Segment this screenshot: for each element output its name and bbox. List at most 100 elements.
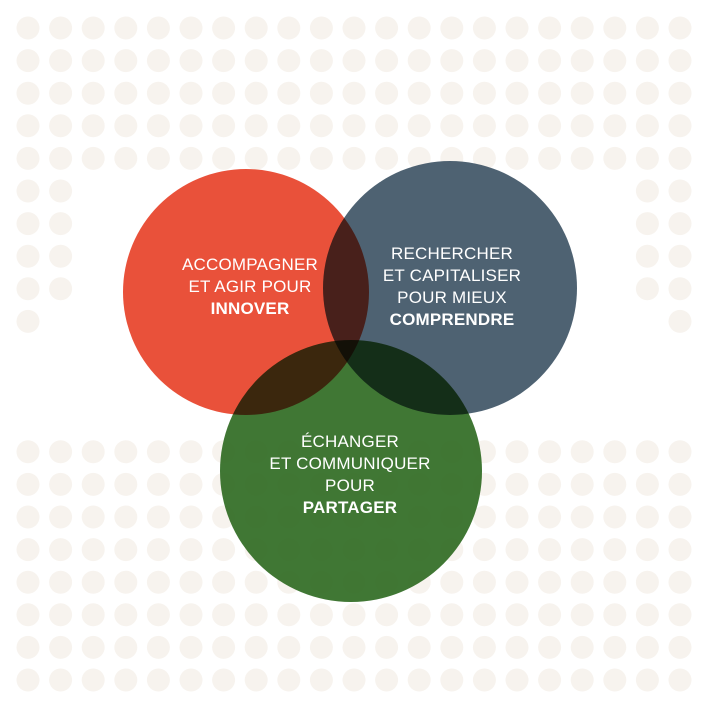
background-dot [16, 309, 40, 333]
background-dot [114, 81, 138, 105]
background-dot [179, 114, 203, 138]
background-dot [49, 81, 73, 105]
background-dot [635, 277, 659, 301]
background-dot [668, 244, 692, 268]
background-dot [114, 538, 138, 562]
background-dot [668, 668, 692, 692]
background-dot [538, 668, 562, 692]
background-dot [179, 603, 203, 627]
background-dot [81, 472, 105, 496]
background-dot [146, 472, 170, 496]
background-dot [603, 16, 627, 40]
background-dot [49, 179, 73, 203]
background-dot [570, 49, 594, 73]
background-dot [244, 49, 268, 73]
background-dot [244, 668, 268, 692]
background-dot [81, 668, 105, 692]
background-dot [81, 603, 105, 627]
background-dot [505, 668, 529, 692]
background-dot [472, 668, 496, 692]
background-dot [407, 81, 431, 105]
background-dot [342, 81, 366, 105]
background-dot [375, 16, 399, 40]
background-dot [16, 114, 40, 138]
background-dot [603, 146, 627, 170]
background-dot [309, 114, 333, 138]
background-dot [212, 16, 236, 40]
background-dot [668, 81, 692, 105]
background-dot [277, 146, 301, 170]
background-dot [603, 472, 627, 496]
background-dot [570, 538, 594, 562]
background-dot [505, 146, 529, 170]
background-dot [49, 668, 73, 692]
background-dot [81, 538, 105, 562]
background-dot [603, 668, 627, 692]
background-dot [277, 81, 301, 105]
background-dot [538, 146, 562, 170]
background-dot [81, 49, 105, 73]
background-dot [81, 570, 105, 594]
circle-partager [220, 340, 482, 602]
background-dot [342, 114, 366, 138]
background-dot [375, 635, 399, 659]
background-dot [635, 179, 659, 203]
background-dot [603, 603, 627, 627]
background-dot [212, 49, 236, 73]
background-dot [538, 635, 562, 659]
background-dot [81, 16, 105, 40]
background-dot [342, 603, 366, 627]
background-dot [179, 635, 203, 659]
background-dot [570, 505, 594, 529]
background-dot [668, 146, 692, 170]
background-dot [49, 505, 73, 529]
background-dot [146, 146, 170, 170]
background-dot [505, 472, 529, 496]
background-dot [244, 635, 268, 659]
background-dot [342, 146, 366, 170]
background-dot [81, 440, 105, 464]
background-dot [212, 603, 236, 627]
background-dot [538, 505, 562, 529]
background-dot [49, 16, 73, 40]
background-dot [538, 472, 562, 496]
background-dot [635, 16, 659, 40]
background-dot [375, 603, 399, 627]
background-dot [212, 81, 236, 105]
background-dot [375, 81, 399, 105]
background-dot [146, 538, 170, 562]
background-dot [16, 538, 40, 562]
background-dot [179, 668, 203, 692]
background-dot [668, 114, 692, 138]
background-dot [114, 440, 138, 464]
background-dot [538, 440, 562, 464]
background-dot [49, 146, 73, 170]
background-dot [635, 635, 659, 659]
background-dot [114, 114, 138, 138]
background-dot [179, 146, 203, 170]
background-dot [81, 81, 105, 105]
background-dot [407, 635, 431, 659]
background-dot [570, 114, 594, 138]
background-dot [114, 472, 138, 496]
background-dot [668, 16, 692, 40]
background-dot [603, 505, 627, 529]
background-dot [668, 309, 692, 333]
background-dot [16, 179, 40, 203]
background-dot [277, 49, 301, 73]
background-dot [146, 16, 170, 40]
background-dot [49, 472, 73, 496]
venn-circles [123, 161, 577, 602]
background-dot [603, 81, 627, 105]
background-dot [342, 668, 366, 692]
background-dot [668, 440, 692, 464]
background-dot [440, 603, 464, 627]
background-dot [505, 538, 529, 562]
background-dot [472, 81, 496, 105]
background-dot [114, 668, 138, 692]
background-dot [309, 16, 333, 40]
background-dot [277, 603, 301, 627]
background-dot [570, 668, 594, 692]
background-dot [603, 440, 627, 464]
